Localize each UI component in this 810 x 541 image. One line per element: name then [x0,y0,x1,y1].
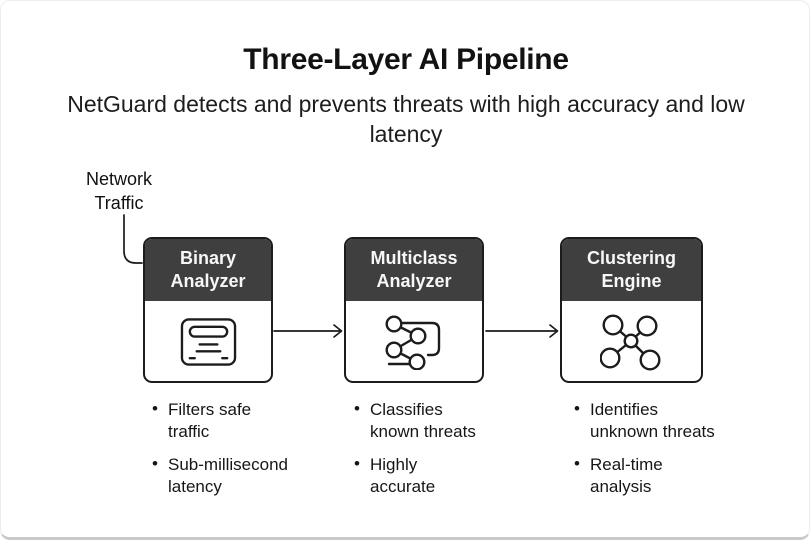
stage-header: Clustering Engine [562,239,701,301]
traffic-filter-icon [180,318,236,366]
page-subtitle: NetGuard detects and prevents threats wi… [67,91,745,147]
page-title: Three-Layer AI Pipeline [243,43,569,76]
bullet-item: Real-time analysis [573,453,758,498]
stage-box-clustering-engine: Clustering Engine [560,237,703,383]
stage-header: Multiclass Analyzer [346,239,482,301]
bullet-text: Identifies unknown threats [590,400,715,441]
network-traffic-label: Network Traffic [85,169,152,213]
stage-body [346,301,482,381]
network-traffic-connector-line [123,214,143,264]
arrow-multiclass-to-clustering [485,324,559,338]
stage-box-multiclass-analyzer: Multiclass Analyzer [344,237,484,383]
bullet-text: Sub-millisecond latency [168,455,288,496]
stage-bullets-multiclass: Classifies known threats Highly accurate [353,398,518,509]
workflow-graph-icon [385,315,441,370]
arrow-binary-to-multiclass [273,324,343,338]
bullet-text: Filters safe traffic [168,400,252,441]
stage-box-binary-analyzer: Binary Analyzer [143,237,273,383]
stage-body [562,301,701,381]
bullet-text: Classifies known threats [370,400,476,441]
bullet-item: Highly accurate [353,453,518,498]
stage-bullets-binary: Filters safe traffic Sub-millisecond lat… [151,398,316,509]
bullet-item: Sub-millisecond latency [151,453,316,498]
bullet-item: Filters safe traffic [151,398,316,443]
stage-bullets-clustering: Identifies unknown threats Real-time ana… [573,398,758,509]
cluster-nodes-icon [599,314,661,371]
bullet-text: Highly accurate [370,455,436,496]
bullet-item: Identifies unknown threats [573,398,758,443]
stage-body [145,301,271,381]
bullet-item: Classifies known threats [353,398,518,443]
stage-header: Binary Analyzer [145,239,271,301]
bullet-text: Real-time analysis [590,455,663,496]
